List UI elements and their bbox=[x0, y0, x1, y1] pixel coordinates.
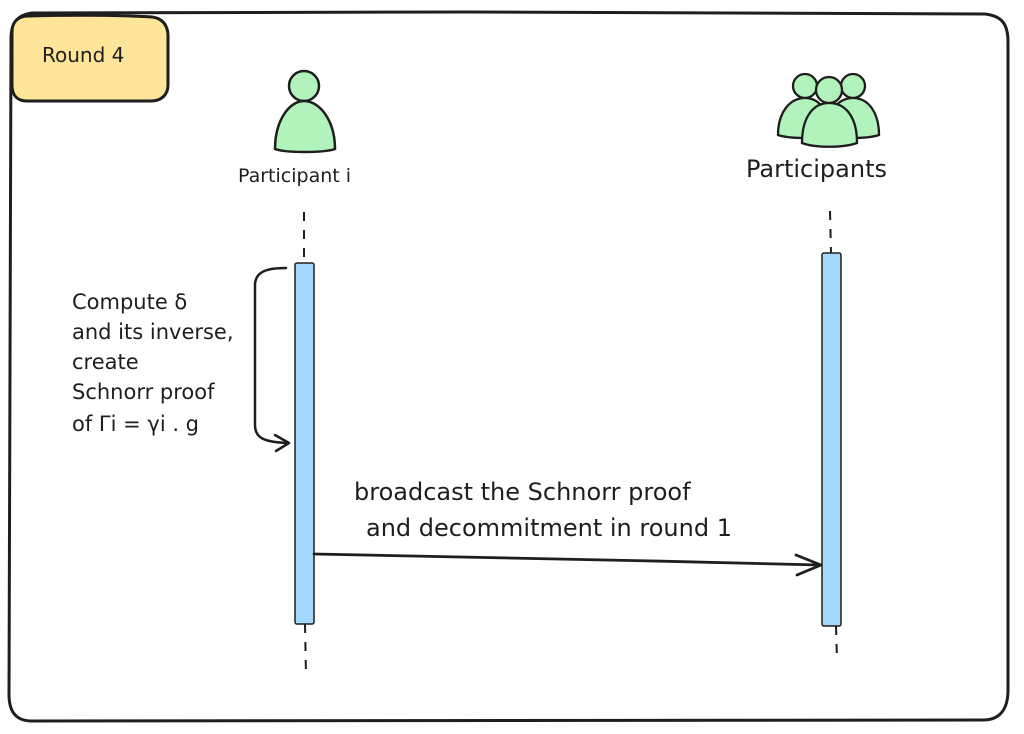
computation-note: Compute δ and its inverse, create Schnor… bbox=[72, 290, 234, 436]
group-people-icon bbox=[776, 72, 881, 148]
participants-label: Participants bbox=[746, 155, 887, 183]
participant-i-lifeline-bottom bbox=[304, 623, 307, 677]
round-label-box: Round 4 bbox=[10, 13, 170, 103]
participant-i-activation-bar bbox=[294, 262, 315, 625]
note-line-5: of Γi = γi . g bbox=[72, 412, 199, 436]
message-line-2: and decommitment in round 1 bbox=[366, 514, 732, 542]
note-line-2: and its inverse, bbox=[72, 320, 234, 344]
outer-frame bbox=[7, 10, 1010, 723]
computation-bracket bbox=[253, 266, 291, 453]
broadcast-arrow bbox=[312, 552, 823, 577]
round-label: Round 4 bbox=[42, 43, 124, 67]
participants-lifeline-bottom bbox=[835, 625, 838, 661]
participant-i-actor: Participant i bbox=[238, 69, 351, 187]
participant-i-label: Participant i bbox=[238, 165, 351, 187]
single-person-icon bbox=[273, 69, 337, 154]
note-line-1: Compute δ bbox=[72, 290, 187, 314]
note-line-4: Schnorr proof bbox=[72, 380, 215, 404]
broadcast-message-label: broadcast the Schnorr proof and decommit… bbox=[354, 478, 732, 542]
message-line-1: broadcast the Schnorr proof bbox=[354, 478, 691, 506]
note-line-3: create bbox=[72, 350, 139, 374]
participants-actor: Participants bbox=[746, 72, 887, 183]
participants-lifeline-top bbox=[829, 210, 832, 254]
participants-activation-bar bbox=[821, 252, 842, 627]
